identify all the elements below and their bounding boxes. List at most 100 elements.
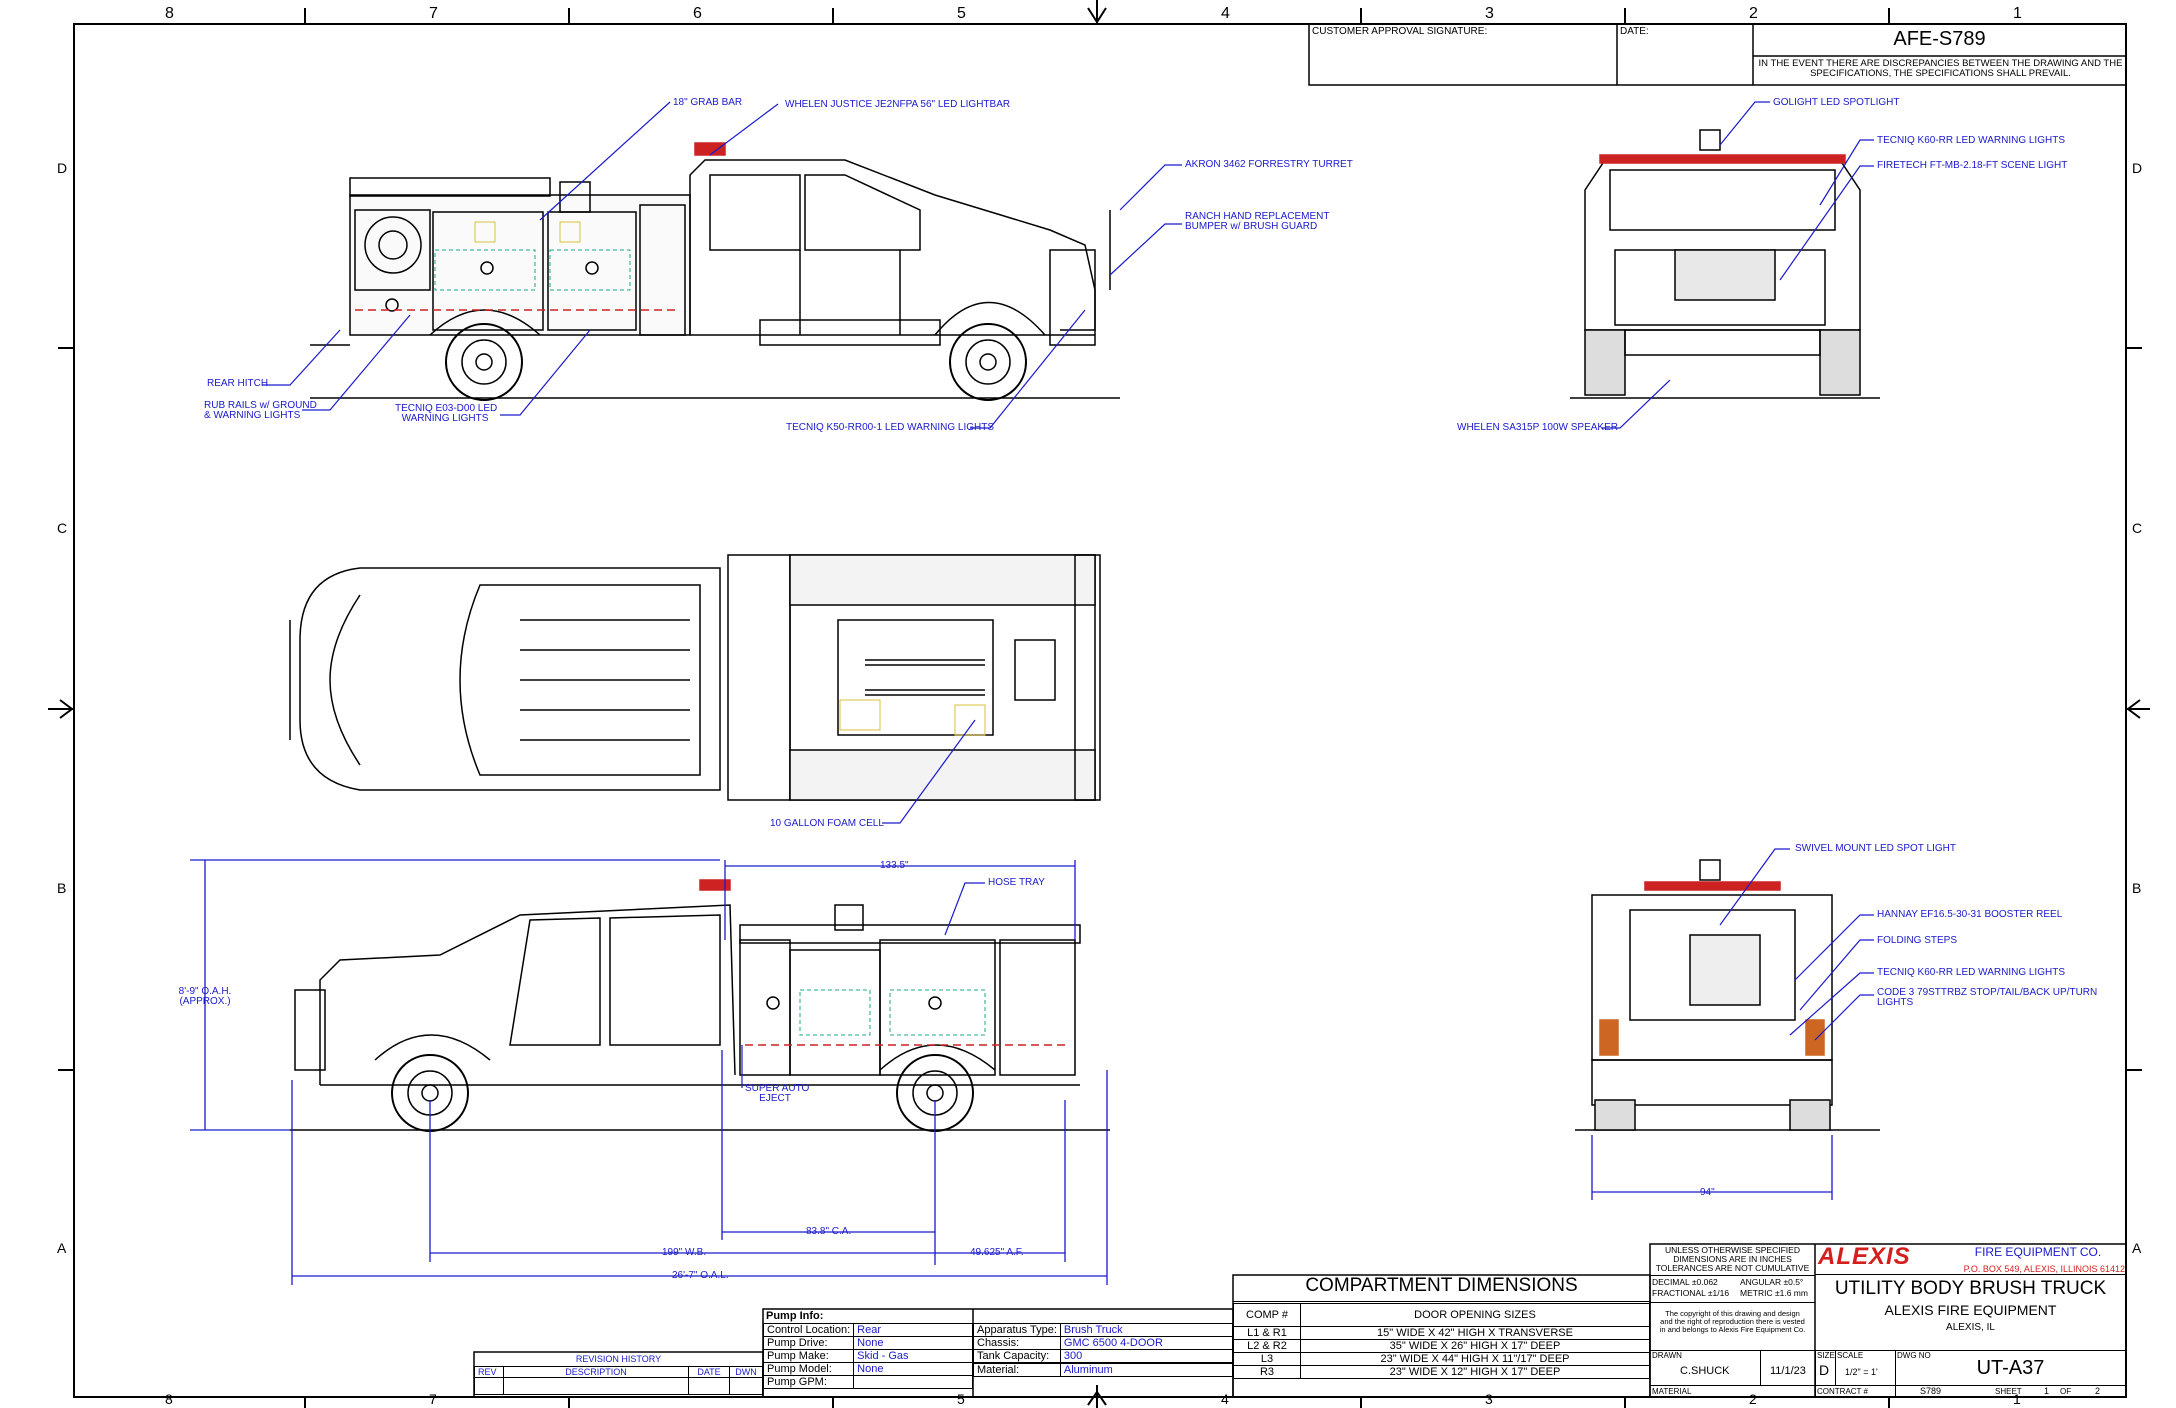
callout-lightbar: WHELEN JUSTICE JE2NFPA 56" LED LIGHTBAR: [785, 99, 1011, 110]
tank-capacity-value: 300: [1059, 1349, 1234, 1363]
callout-turret: AKRON 3462 FORRESTRY TURRET: [1185, 159, 1353, 170]
callout-golight: GOLIGHT LED SPOTLIGHT: [1773, 97, 1900, 108]
revision-table: REV DESCRIPTION DATE DWN: [474, 1366, 763, 1395]
tolerance-values: [1650, 1275, 1815, 1303]
sheet-value: 1: [2044, 1386, 2050, 1396]
dimension-lines: [190, 859, 1833, 1285]
zone-col-8-bottom: 8: [165, 1391, 173, 1407]
callout-tecniq-k50: TECNIQ K50-RR00-1 LED WARNING LIGHTS: [786, 422, 995, 433]
side-view-top: [310, 142, 1120, 401]
callout-swivel: SWIVEL MOUNT LED SPOT LIGHT: [1795, 843, 1956, 854]
zone-row-d: D: [57, 160, 68, 176]
callout-folding-steps: FOLDING STEPS: [1877, 935, 1958, 946]
zone-row-a: A: [57, 1240, 67, 1256]
callout-tecniq-e03-1: TECNIQ E03-D00 LED: [395, 403, 498, 414]
zone-col-1: 1: [2013, 5, 2022, 22]
side-view-top-yellow: [474, 221, 581, 243]
company-name: FIRE EQUIPMENT CO.: [1974, 1245, 2102, 1259]
dim-ca: 83.8" C.A.: [806, 1226, 852, 1237]
pump-info-right-table: Apparatus Type:Brush Truck Chassis:GMC 6…: [973, 1323, 1234, 1377]
tolerance-line-3: TOLERANCES ARE NOT CUMULATIVE: [1655, 1263, 1810, 1273]
callout-foam-cell: 10 GALLON FOAM CELL: [770, 818, 884, 829]
rear-view: [1575, 859, 1880, 1131]
callout-hannay: HANNAY EF16.5-30-31 BOOSTER REEL: [1877, 909, 2063, 920]
callout-hose-tray: HOSE TRAY: [988, 877, 1045, 888]
divider-c: [1835, 1350, 1836, 1385]
callout-bumper-1: RANCH HAND REPLACEMENT: [1185, 211, 1330, 222]
leader-lines: [262, 101, 1874, 1088]
dim-wb: 199" W.B.: [662, 1247, 707, 1258]
copyright-line-2: and the right of reproduction there is v…: [1660, 1317, 1805, 1326]
dim-af: 49.625" A.F.: [970, 1247, 1024, 1258]
alexis-logo: ALEXIS: [1818, 1243, 1911, 1270]
compartment-id: R3: [1233, 1365, 1301, 1379]
revision-header-dwn: DWN: [729, 1366, 763, 1378]
compartment-id: L3: [1233, 1352, 1301, 1366]
pump-info-value: [853, 1375, 973, 1389]
drawing-id: AFE-S789: [1893, 28, 1986, 50]
dim-width: 94": [1700, 1187, 1715, 1198]
zone-col-3-bottom: 3: [1485, 1391, 1493, 1407]
fractional-tolerance: FRACTIONAL ±1/16: [1652, 1288, 1730, 1298]
copyright-note: The copyright of this drawing and design…: [1650, 1310, 1815, 1334]
sheets-value: 2: [2095, 1386, 2101, 1396]
revision-header-date: DATE: [688, 1366, 730, 1378]
copyright-line-1: The copyright of this drawing and design: [1665, 1309, 1800, 1318]
compartment-id: L2 & R2: [1233, 1339, 1301, 1353]
callout-super-auto-1: SUPER AUTO: [745, 1083, 810, 1094]
top-view: [289, 554, 1101, 801]
zone-ticks: [58, 8, 2142, 1408]
pump-info-value: None: [853, 1336, 973, 1350]
divider-a: [1760, 1350, 1761, 1385]
pump-info-label: Control Location:: [762, 1323, 855, 1337]
callout-code3-1: CODE 3 79STTRBZ STOP/TAIL/BACK UP/TURN: [1877, 987, 2098, 998]
compartment-size: 35" WIDE X 26" HIGH X 17" DEEP: [1300, 1339, 1650, 1353]
customer-location: ALEXIS, IL: [1946, 1322, 1995, 1333]
pump-info-value: Skid - Gas: [853, 1349, 973, 1363]
callout-tecniq-e03-2: WARNING LIGHTS: [401, 413, 489, 424]
divider-b: [1815, 1350, 1816, 1397]
revision-header-rev: REV: [474, 1366, 504, 1378]
dim-oah-1: 8'-9" O.A.H.: [178, 986, 232, 997]
zone-col-6: 6: [693, 5, 702, 22]
drawing-title: UTILITY BODY BRUSH TRUCK: [1834, 1278, 2107, 1299]
chassis-value: GMC 6500 4-DOOR: [1059, 1336, 1234, 1350]
side-view-lower-green: [799, 989, 986, 1036]
side-view-top-green: [434, 249, 631, 291]
zone-col-5-bottom: 5: [957, 1391, 965, 1407]
scale-label: SCALE: [1837, 1351, 1864, 1360]
dwg-no-value: UT-A37: [1976, 1357, 2045, 1379]
front-view: [1570, 129, 1880, 399]
size-value: D: [1819, 1362, 1830, 1378]
pump-info-label: Pump Model:: [762, 1362, 855, 1376]
drawn-by: C.SHUCK: [1680, 1365, 1730, 1377]
callout-code3-2: LIGHTS: [1877, 997, 1914, 1008]
customer-name: ALEXIS FIRE EQUIPMENT: [1884, 1302, 2057, 1318]
apparatus-value: Brush Truck: [1059, 1323, 1234, 1337]
zone-col-2: 2: [1749, 5, 1758, 22]
zone-col-4-bottom: 4: [1221, 1391, 1229, 1407]
dim-body-length: 133.5": [880, 860, 909, 871]
title-divider: [1815, 1274, 2126, 1275]
zone-col-8: 8: [165, 5, 174, 22]
callout-rear-hitch: REAR HITCH: [207, 378, 269, 389]
divider-d: [1895, 1350, 1896, 1397]
header-boxes: [1308, 23, 2127, 86]
side-view-lower: [290, 879, 1110, 1132]
compartment-size: 15" WIDE X 42" HIGH X TRANSVERSE: [1300, 1326, 1650, 1340]
callout-firetech: FIRETECH FT-MB-2.18-FT SCENE LIGHT: [1877, 160, 2068, 171]
pump-info-title: Pump Info:: [766, 1310, 824, 1322]
compartment-title: COMPARTMENT DIMENSIONS: [1233, 1275, 1650, 1302]
metric-tolerance: METRIC ±1.6 mm: [1740, 1288, 1808, 1298]
callout-grab-bar: 18" GRAB BAR: [673, 97, 743, 108]
zone-col-1-bottom: 1: [2013, 1391, 2021, 1407]
zone-row-c: C: [57, 520, 68, 536]
company-address: P.O. BOX 549, ALEXIS, ILLINOIS 61412: [1963, 1264, 2125, 1274]
tolerance-note: UNLESS OTHERWISE SPECIFIED DIMENSIONS AR…: [1650, 1246, 1815, 1273]
callout-tecniq-k60-rear: TECNIQ K60-RR LED WARNING LIGHTS: [1877, 967, 2065, 978]
chassis-label: Chassis:: [973, 1336, 1061, 1350]
date-label: DATE:: [1620, 26, 1649, 37]
